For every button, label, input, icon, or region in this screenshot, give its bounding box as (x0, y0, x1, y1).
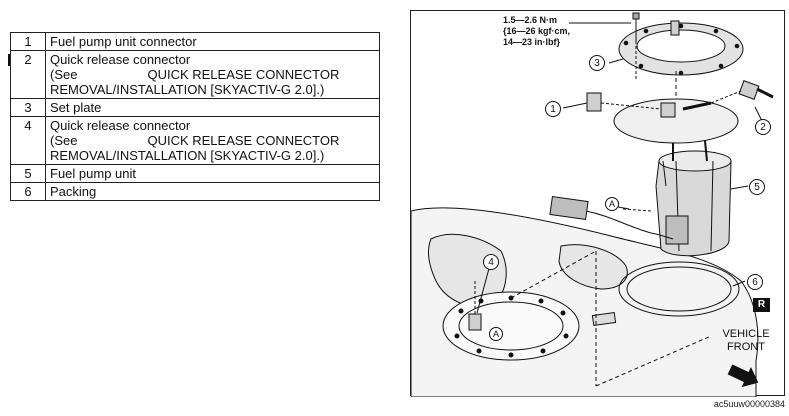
harness-connector (549, 196, 589, 220)
figure-code: ac5uuw00000384 (713, 399, 785, 409)
diagram-drawing (411, 12, 774, 397)
parts-table: 1 Fuel pump unit connector 2 Quick relea… (10, 32, 380, 201)
quick-release-connector-2 (738, 80, 760, 100)
bolt (632, 12, 640, 20)
callout-2: 2 (755, 119, 771, 135)
pump-flange (613, 98, 739, 144)
table-row: 3 Set plate (10, 98, 380, 117)
tank-opening-ring (442, 291, 580, 361)
table-row: 5 Fuel pump unit (10, 164, 380, 183)
callout-1: 1 (545, 101, 561, 117)
reference-text[interactable]: REMOVAL/INSTALLATION [SKYACTIV-G 2.0].) (50, 82, 325, 97)
margin-mark (8, 54, 10, 66)
reference-text[interactable]: REMOVAL/INSTALLATION [SKYACTIV-G 2.0].) (50, 148, 325, 163)
part-number: 3 (10, 98, 46, 117)
quick-release-connector-link[interactable]: QUICK RELEASE CONNECTOR (147, 133, 340, 148)
part-number: 6 (10, 182, 46, 201)
part-number: 2 (10, 50, 46, 99)
r-badge: R (753, 298, 770, 312)
vehicle-front-arrow (727, 364, 759, 388)
quick-release-connector-link[interactable]: QUICK RELEASE CONNECTOR (147, 67, 340, 82)
callout-4: 4 (483, 254, 499, 270)
packing-ring (618, 261, 740, 317)
quick-release-connector-4 (468, 313, 482, 331)
part-number: 5 (10, 164, 46, 183)
part-number: 1 (10, 32, 46, 51)
torque-spec: 1.5—2.6 N·m {16—26 kgf·cm, 14—23 in·lbf} (503, 15, 571, 47)
fuel-pump-unit-connector (586, 92, 602, 112)
part-number: 4 (10, 116, 46, 165)
part-description: Set plate (45, 98, 380, 117)
callout-a: A (489, 327, 503, 341)
callout-6: 6 (747, 274, 763, 290)
exploded-diagram: 1.5—2.6 N·m {16—26 kgf·cm, 14—23 in·lbf}… (410, 10, 785, 397)
callout-3: 3 (589, 55, 605, 71)
part-description: Fuel pump unit connector (45, 32, 380, 51)
part-description: Fuel pump unit (45, 164, 380, 183)
callout-5: 5 (749, 179, 765, 195)
table-row: 1 Fuel pump unit connector (10, 32, 380, 51)
table-row: 6 Packing (10, 182, 380, 201)
part-description: Packing (45, 182, 380, 201)
callout-a: A (605, 197, 619, 211)
vehicle-front-label: VEHICLE FRONT (722, 328, 770, 353)
